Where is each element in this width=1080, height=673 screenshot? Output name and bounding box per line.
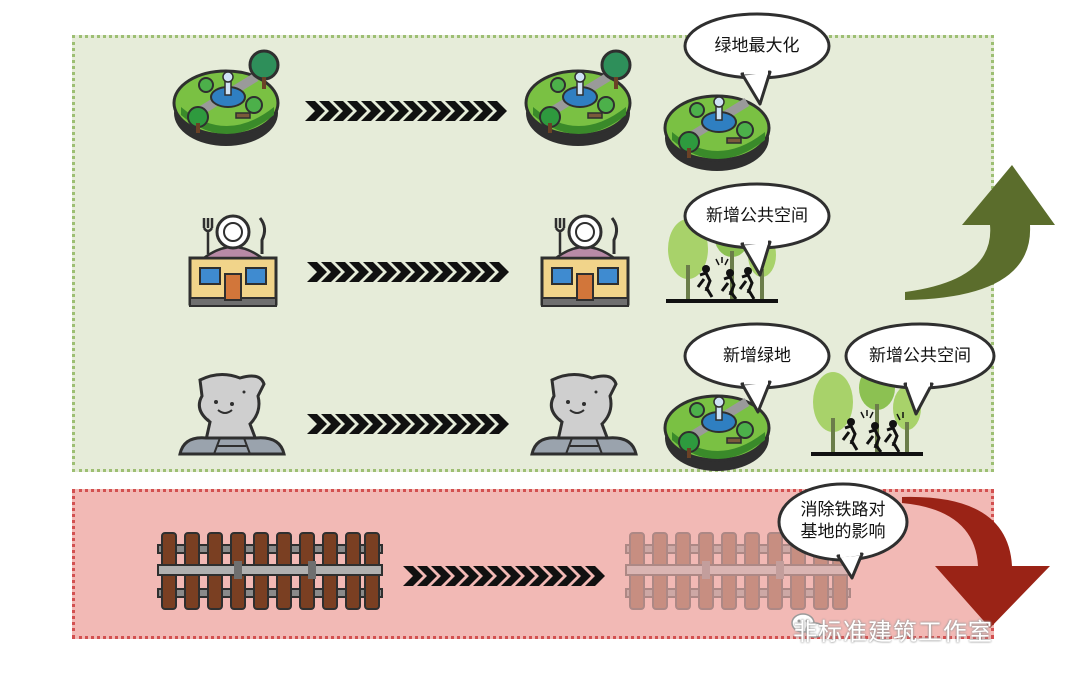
restaurant-icon (540, 214, 630, 308)
up-arrow-icon (905, 165, 1055, 300)
chevron-arrow-row (307, 262, 509, 282)
chevron-arrow-row (305, 101, 507, 121)
bubble-label-public-2: 新增公共空间 (869, 346, 971, 366)
bubble-label-green-max: 绿地最大化 (714, 36, 800, 56)
bubble-label-railway: 消除铁路对 基地的影响 (800, 500, 886, 542)
chevron-arrow-row (403, 566, 605, 586)
park-icon (665, 96, 769, 171)
ruin-building-icon (178, 372, 286, 456)
speech-bubble-public-2 (844, 322, 996, 416)
chevron-arrow-row (307, 414, 509, 434)
down-arrow-icon (902, 496, 1050, 628)
railway-track-icon (157, 532, 383, 610)
restaurant-icon (188, 214, 278, 308)
park-icon (665, 396, 769, 471)
bubble-label-public-1: 新增公共空间 (706, 206, 808, 226)
speech-bubble-new-green (683, 322, 831, 414)
watermark: 非标准建筑工作室 (793, 618, 993, 646)
bubble-label-new-green: 新增绿地 (723, 346, 791, 366)
park-icon (174, 51, 278, 146)
speech-bubble-green-max (683, 12, 831, 106)
speech-bubble-public-1 (683, 182, 831, 277)
park-icon (526, 51, 630, 146)
speech-bubble-railway (777, 482, 909, 580)
wechat-icon (791, 613, 825, 638)
ruin-building-icon (530, 372, 638, 456)
